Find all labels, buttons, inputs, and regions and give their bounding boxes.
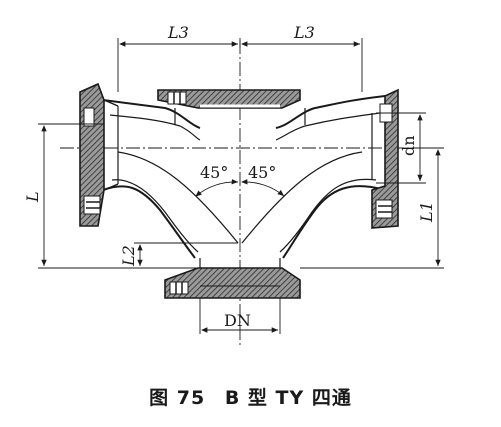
dimension-dn-bottom bbox=[199, 298, 281, 334]
label-dn-small: dn bbox=[399, 135, 418, 156]
bottom-flange bbox=[164, 267, 301, 299]
label-l3-right: L3 bbox=[293, 23, 315, 42]
figure-title: B 型 TY 四通 bbox=[224, 387, 352, 409]
right-flange bbox=[371, 88, 399, 229]
label-l1: L1 bbox=[417, 201, 436, 223]
label-l3-left: L3 bbox=[167, 23, 189, 42]
figure-caption: 图 75 B 型 TY 四通 bbox=[0, 383, 501, 410]
tee-fitting-drawing: L3 L3 dn L1 L L2 45° 45° DN bbox=[23, 23, 444, 345]
figure-number: 图 75 bbox=[149, 387, 206, 409]
label-l: L bbox=[23, 191, 42, 203]
label-angle-right: 45° bbox=[248, 163, 276, 182]
fitting-body bbox=[102, 95, 386, 259]
top-flange bbox=[157, 89, 301, 109]
label-dn-bottom: DN bbox=[224, 311, 251, 330]
left-flange bbox=[79, 82, 119, 227]
dimension-l3 bbox=[117, 38, 363, 92]
label-l2: L2 bbox=[119, 245, 138, 267]
dimension-l bbox=[38, 123, 198, 269]
angle-arcs bbox=[195, 179, 285, 197]
dimension-l2 bbox=[134, 242, 238, 266]
dimension-l1 bbox=[300, 147, 444, 269]
label-angle-left: 45° bbox=[200, 163, 228, 182]
